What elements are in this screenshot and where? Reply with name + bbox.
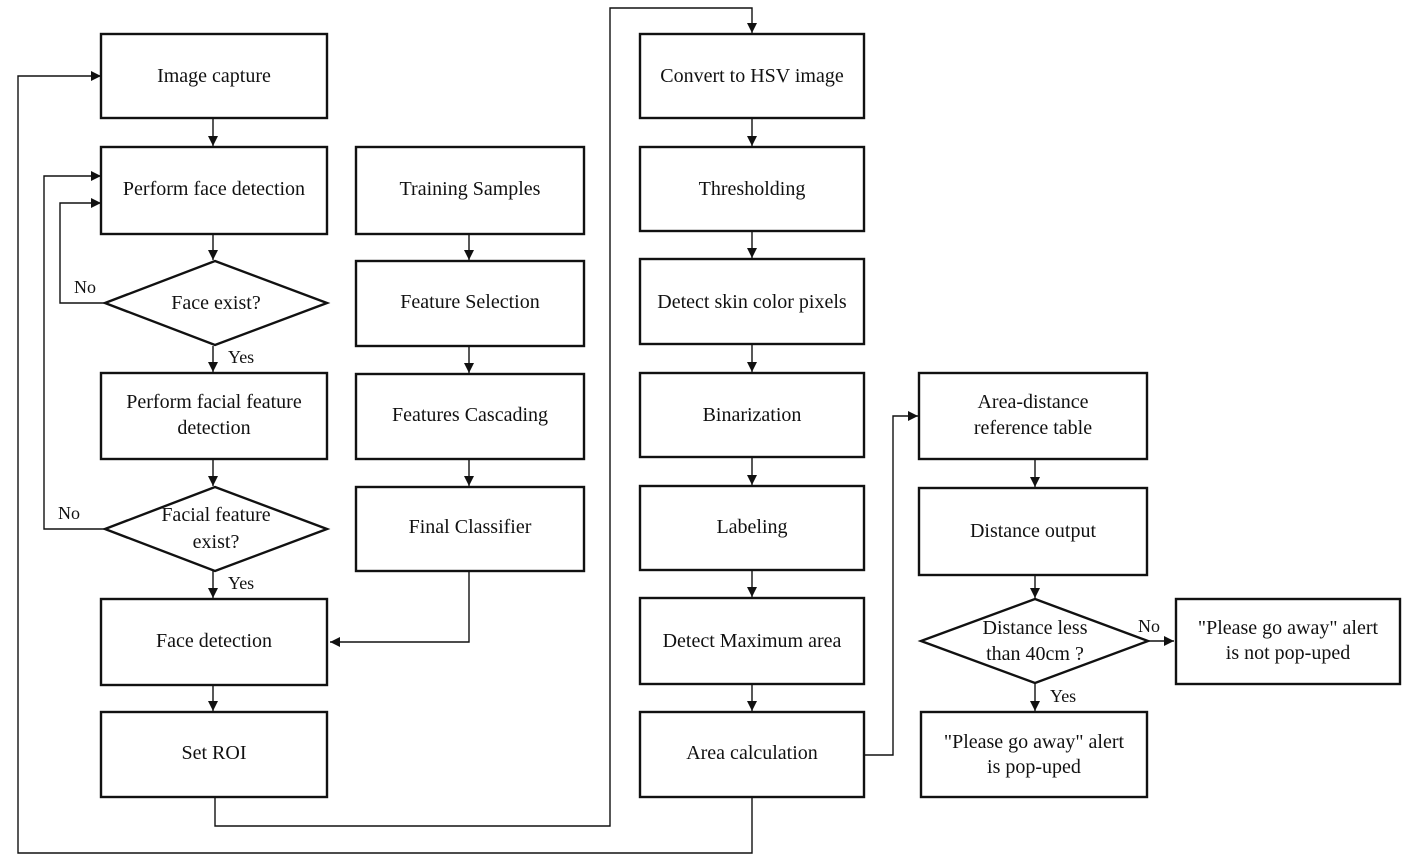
node-thresholding: Thresholding [638, 145, 866, 233]
svg-text:Final Classifier: Final Classifier [409, 516, 532, 538]
svg-text:Perform facial feature: Perform facial feature [126, 391, 302, 413]
node-distance-output: Distance output [917, 486, 1149, 577]
node-detect-maximum-area: Detect Maximum area [638, 596, 866, 686]
node-distance-less-decision: Distance less than 40cm ? [917, 597, 1152, 685]
node-face-detection: Face detection [99, 597, 329, 687]
svg-text:Convert to HSV image: Convert to HSV image [660, 65, 844, 87]
edge-set-roi-to-hsv [214, 7, 757, 827]
svg-text:Thresholding: Thresholding [699, 178, 806, 200]
svg-text:Image capture: Image capture [157, 65, 271, 87]
node-set-roi: Set ROI [99, 710, 329, 799]
label-dist-yes: Yes [1050, 686, 1076, 706]
node-final-classifier: Final Classifier [354, 485, 586, 573]
label-facial-no: No [58, 503, 80, 523]
svg-text:Features Cascading: Features Cascading [392, 404, 548, 426]
svg-text:Feature Selection: Feature Selection [400, 291, 539, 313]
node-features-cascading: Features Cascading [354, 372, 586, 461]
node-face-exist-decision: Face exist? [101, 259, 331, 347]
svg-text:Distance output: Distance output [970, 520, 1097, 542]
edge-classifier-to-face-detection [330, 571, 470, 647]
svg-text:Perform face detection: Perform face detection [123, 178, 305, 200]
edge-area-calc-to-capture [17, 71, 753, 854]
edge-face-exist-no [59, 198, 105, 304]
svg-text:"Please go away" alert: "Please go away" alert [1198, 617, 1379, 639]
edge-facial-exist-no [43, 171, 105, 530]
svg-text:Training Samples: Training Samples [400, 178, 541, 200]
node-training-samples: Training Samples [354, 145, 586, 236]
node-area-calculation: Area calculation [638, 710, 866, 799]
svg-text:Face exist?: Face exist? [171, 292, 261, 314]
node-area-distance-table: Area-distance reference table [917, 371, 1149, 461]
label-face-yes: Yes [228, 347, 254, 367]
svg-text:Labeling: Labeling [716, 516, 787, 538]
edge-area-calc-to-table [864, 411, 918, 756]
svg-text:Detect Maximum area: Detect Maximum area [663, 630, 842, 652]
edges [17, 7, 1174, 854]
node-perform-facial-feature-detection: Perform facial feature detection [99, 371, 329, 461]
svg-text:is not pop-uped: is not pop-uped [1226, 642, 1350, 664]
svg-text:"Please go away" alert: "Please go away" alert [944, 731, 1125, 753]
node-detect-skin-color: Detect skin color pixels [638, 257, 866, 346]
node-feature-selection: Feature Selection [354, 259, 586, 348]
edge-labels: No Yes No Yes No Yes [58, 277, 1160, 706]
node-facial-feature-exist-decision: Facial feature exist? [101, 485, 331, 573]
svg-text:than 40cm ?: than 40cm ? [986, 643, 1084, 665]
svg-text:Set ROI: Set ROI [182, 742, 247, 764]
svg-text:is pop-uped: is pop-uped [987, 756, 1081, 778]
node-alert-not-popped: "Please go away" alert is not pop-uped [1174, 597, 1402, 686]
svg-text:Area calculation: Area calculation [686, 742, 818, 764]
node-alert-popped: "Please go away" alert is pop-uped [919, 710, 1149, 799]
svg-text:detection: detection [177, 417, 250, 439]
svg-text:exist?: exist? [193, 531, 240, 553]
node-convert-hsv: Convert to HSV image [638, 32, 866, 120]
node-labeling: Labeling [638, 484, 866, 572]
node-image-capture: Image capture [99, 32, 329, 120]
svg-text:Distance less: Distance less [983, 617, 1088, 639]
svg-text:Area-distance: Area-distance [977, 391, 1088, 413]
svg-text:Detect skin color pixels: Detect skin color pixels [657, 291, 847, 313]
svg-text:Binarization: Binarization [703, 404, 802, 426]
svg-text:reference table: reference table [974, 417, 1092, 439]
svg-text:Facial feature: Facial feature [161, 504, 270, 526]
label-facial-yes: Yes [228, 573, 254, 593]
node-binarization: Binarization [638, 371, 866, 459]
label-face-no: No [74, 277, 96, 297]
label-dist-no: No [1138, 616, 1160, 636]
svg-text:Face detection: Face detection [156, 630, 272, 652]
node-perform-face-detection: Perform face detection [99, 145, 329, 236]
